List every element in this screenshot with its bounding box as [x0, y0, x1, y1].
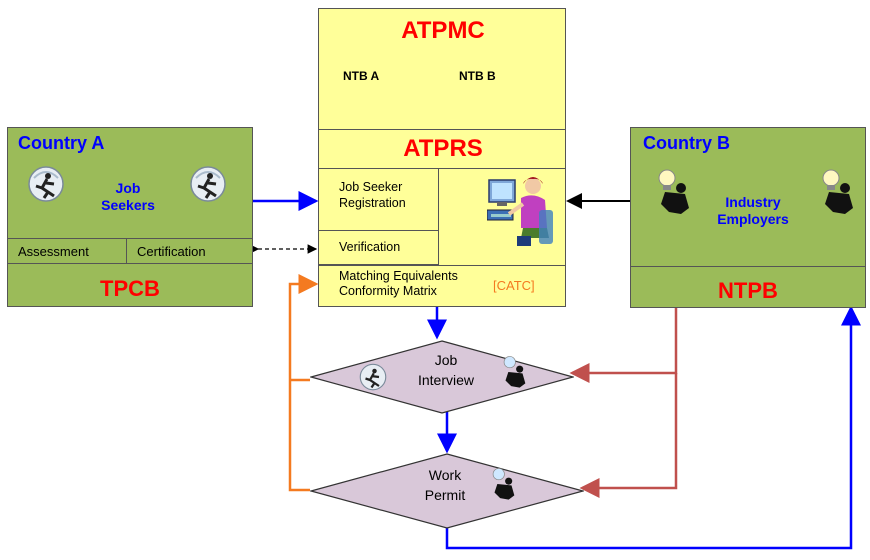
atprs-divider-top	[319, 168, 565, 169]
registration-label: Job Seeker Registration	[339, 180, 406, 210]
verification-label: Verification	[339, 240, 401, 254]
arrow-ntpb-to-interview	[569, 308, 678, 383]
country-b-divider	[631, 266, 865, 267]
work-permit-diamond	[310, 453, 584, 529]
atprs-title: ATPRS	[403, 135, 483, 162]
arrow-permit-to-ntpb	[445, 305, 861, 550]
ntpb-label: NTPB	[718, 278, 778, 303]
atpmc-title: ATPMC	[401, 17, 485, 44]
work-permit-label: Work Permit	[424, 467, 466, 503]
certification-cell: Certification	[127, 238, 252, 264]
assessment-cell: Assessment	[8, 238, 127, 264]
certification-label: Certification	[137, 244, 206, 259]
atprs-divider-bottom	[319, 265, 565, 266]
employer-icon	[492, 468, 515, 500]
atprs-panel: ATPRS Job Seeker Registration Verificati…	[318, 129, 566, 307]
arrow-ntpb-to-permit	[579, 373, 678, 498]
assessment-label: Assessment	[18, 244, 89, 259]
verification-cell: Verification	[319, 231, 439, 265]
ntb-b-label: NTB B	[459, 69, 496, 83]
employer-icon	[822, 169, 853, 214]
job-interview-label: Job Interview	[417, 352, 475, 388]
job-seeker-icon	[190, 166, 226, 202]
job-seekers-label: Job Seekers	[101, 180, 155, 213]
country-a-title: Country A	[18, 133, 105, 153]
industry-employers-label: Industry Employers	[717, 194, 789, 227]
country-a-panel: Country A Job Seekers Assessment Certifi…	[7, 127, 253, 307]
catc-label: [CATC]	[493, 278, 535, 293]
arrow-orange-permit	[288, 274, 319, 492]
tpcb-label: TPCB	[100, 276, 160, 301]
registration-cell: Job Seeker Registration	[319, 169, 439, 231]
matching-label: Matching Equivalents Conformity Matrix	[339, 269, 458, 298]
employer-icon	[503, 356, 526, 388]
country-b-title: Country B	[643, 133, 730, 153]
country-b-panel: Country B Industry Employers NTPB	[630, 127, 866, 308]
atpmc-panel: ATPMC NTB A NTB B	[318, 8, 566, 130]
ntb-a-label: NTB A	[343, 69, 380, 83]
job-seeker-icon	[28, 166, 64, 202]
computer-user-icon	[487, 177, 553, 246]
job-seeker-icon	[359, 363, 387, 391]
employer-icon	[658, 169, 689, 214]
